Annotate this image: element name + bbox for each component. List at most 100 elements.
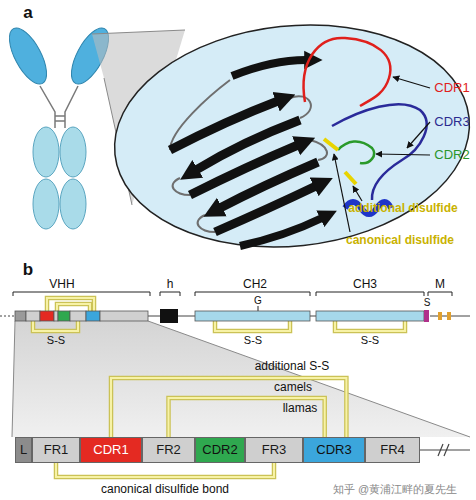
beta-strand — [170, 101, 278, 150]
segment-label: FR4 — [380, 443, 405, 457]
segment — [316, 311, 424, 321]
bracket — [215, 321, 290, 331]
leader-line — [353, 186, 362, 201]
sequence-segment: CDR2 — [195, 437, 245, 463]
bracket-core — [47, 298, 94, 311]
break-mark — [438, 444, 449, 456]
segment-label: CDR1 — [93, 443, 128, 457]
bond-label: S-S — [41, 334, 71, 347]
cdr-label: CDR1 — [430, 80, 474, 96]
disulfide-bracket — [56, 463, 274, 477]
domain-label: h — [160, 277, 180, 291]
bracket — [57, 304, 90, 311]
sequence-segment: FR1 — [32, 437, 80, 463]
residue-label: S — [420, 297, 434, 309]
domain-label: CH2 — [235, 277, 275, 291]
heavy-chain-bar — [0, 309, 470, 323]
vhh-domain — [2, 23, 54, 90]
segment-label: CDR2 — [202, 443, 237, 457]
segment — [15, 311, 26, 321]
segment-label: L — [20, 443, 27, 457]
leader-line — [393, 77, 430, 88]
ch2-domain — [60, 127, 86, 177]
sequence-segment: FR2 — [142, 437, 195, 463]
cdr2-loop — [338, 141, 374, 163]
bracket-core — [57, 304, 90, 311]
domain-label: M — [430, 277, 450, 291]
coil — [170, 80, 327, 232]
bond-label: llamas — [260, 401, 340, 415]
glycan-tick — [258, 306, 259, 311]
chain-line — [420, 449, 470, 450]
bracket-core — [33, 321, 78, 331]
segment — [447, 312, 451, 320]
cdr-label: CDR2 — [430, 147, 474, 163]
bond-label: S-S — [238, 334, 268, 347]
segment — [40, 311, 54, 321]
leader-line — [334, 154, 350, 232]
structure-panel — [103, 8, 476, 264]
bond-label: canonical disulfide bond — [65, 482, 265, 496]
bracket — [47, 298, 94, 311]
bond-label: additional S-S — [237, 359, 347, 373]
beta-strand — [240, 218, 322, 246]
watermark: 知乎 @黄浦江畔的夏先生 — [315, 483, 475, 496]
bracket-core — [335, 321, 405, 331]
domain-label: CH3 — [345, 277, 385, 291]
segment — [86, 311, 100, 321]
segment-label: FR1 — [44, 443, 69, 457]
cdr-label: CDR3 — [430, 114, 474, 130]
ch3-domain — [60, 179, 86, 229]
bond-label: S-S — [355, 334, 385, 347]
bracket — [33, 321, 78, 331]
segment — [424, 310, 429, 322]
leader-line — [407, 122, 430, 148]
panel-letter: b — [18, 260, 38, 280]
domain-span — [13, 292, 452, 296]
hinge-segment — [160, 309, 178, 323]
sequence-segment: CDR3 — [303, 437, 365, 463]
cdr1-loop — [304, 38, 391, 106]
segment — [26, 311, 40, 321]
bond-label: camels — [253, 380, 333, 394]
segment — [70, 311, 86, 321]
domain-label: VHH — [42, 277, 82, 291]
disulfide-label: additional disulfide — [335, 201, 471, 215]
chain-line — [0, 316, 15, 317]
disulfide-stick — [324, 139, 338, 150]
hinge — [40, 86, 78, 128]
beta-strand — [190, 145, 298, 195]
sequence-segment: FR4 — [365, 437, 420, 463]
beta-strand — [232, 60, 306, 76]
sequence-segment: FR3 — [245, 437, 303, 463]
segment — [100, 311, 148, 321]
segment-label: FR2 — [156, 443, 181, 457]
segment — [195, 311, 310, 321]
disulfide-stick — [345, 172, 356, 184]
segment — [54, 311, 58, 321]
segment — [438, 312, 442, 320]
ch3-domain — [33, 179, 59, 229]
disulfide-bracket — [111, 378, 346, 437]
disulfide-label: canonical disulfide — [332, 233, 468, 247]
sequence-segment: L — [15, 437, 32, 463]
bracket-core — [111, 378, 346, 437]
segment-label: CDR3 — [316, 443, 351, 457]
zoom-line — [12, 321, 470, 437]
ch2-domain — [33, 127, 59, 177]
zoom-wedge — [12, 321, 470, 437]
sequence-segment: CDR1 — [80, 437, 142, 463]
bracket-core — [215, 321, 290, 331]
cdr3-loop — [332, 104, 427, 200]
residue-label: G — [251, 295, 265, 307]
beta-strand — [220, 162, 318, 208]
panel-letter: a — [18, 3, 38, 23]
leader-line — [376, 154, 430, 155]
bracket — [335, 321, 405, 331]
bracket-core — [56, 463, 274, 477]
segment-label: FR3 — [262, 443, 287, 457]
segment — [58, 311, 70, 321]
